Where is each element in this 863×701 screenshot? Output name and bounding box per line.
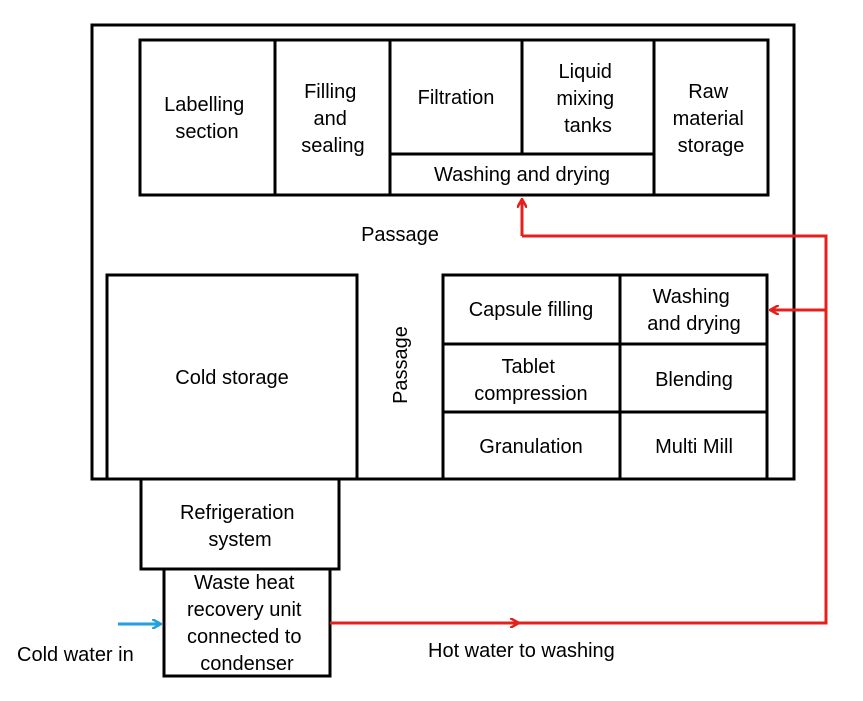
waste-heat-label: Waste heat recovery unit connected to co… — [187, 572, 307, 675]
granulation-room — [441, 410, 622, 481]
raw-material-room — [652, 38, 770, 197]
passage-vertical-label: Passage — [390, 326, 412, 404]
cold-water-label: Cold water in — [17, 644, 134, 666]
lower-block — [441, 273, 769, 481]
upper-washing-label: Washing and drying — [434, 164, 610, 186]
tablet-compression-label: Tablet compression — [474, 356, 587, 405]
cold-storage-label: Cold storage — [175, 367, 288, 389]
cold-storage-room — [105, 273, 359, 481]
capsule-filling-label: Capsule filling — [469, 299, 594, 321]
multi-mill-room — [618, 410, 769, 481]
blending-room — [618, 342, 769, 414]
filling-label: Filling and sealing — [301, 81, 364, 157]
labelling-label: Labelling section — [164, 94, 250, 143]
upper-block — [138, 38, 770, 197]
liquid-mixing-label: Liquid mixing tanks — [556, 61, 619, 137]
refrigeration-label: Refrigeration system — [180, 502, 300, 551]
blending-label: Blending — [655, 369, 733, 391]
lower-washing-room — [618, 273, 769, 346]
hot-water-label: Hot water to washing — [428, 640, 615, 662]
hot-water-pipe — [330, 234, 828, 625]
upper-washing-room — [388, 152, 656, 197]
passage-horizontal-label: Passage — [361, 224, 439, 246]
raw-material-label: Raw material storage — [673, 81, 750, 157]
lower-washing-label: Washing and drying — [647, 286, 740, 335]
filling-room — [273, 38, 392, 197]
multi-mill-label: Multi Mill — [655, 436, 733, 458]
filtration-label: Filtration — [418, 87, 495, 109]
granulation-label: Granulation — [479, 436, 582, 458]
labelling-room — [138, 38, 277, 197]
refrigeration-unit — [139, 477, 341, 571]
